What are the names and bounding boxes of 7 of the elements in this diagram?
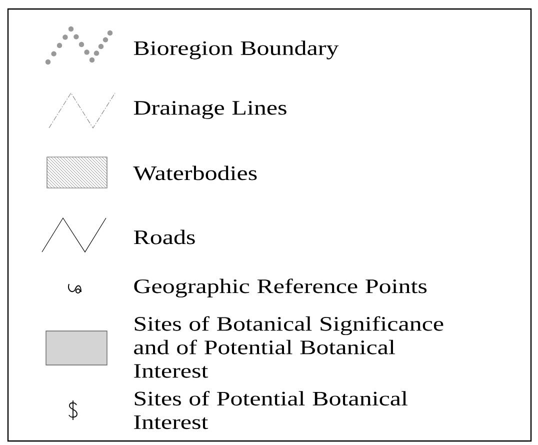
legend-text: Drainage Lines bbox=[134, 101, 286, 119]
legend-text: Sites of Potential Botanical Interest bbox=[134, 390, 408, 430]
legend-text: Geographic Reference Points bbox=[134, 278, 427, 298]
legend-text: Waterbodies bbox=[133, 166, 257, 180]
legend-text: Sites of Botanical Significance and of Potential Botanical Interest bbox=[134, 316, 444, 378]
legend-text: Bioregion Boundary bbox=[134, 40, 339, 60]
legend-text: Roads bbox=[134, 230, 195, 244]
